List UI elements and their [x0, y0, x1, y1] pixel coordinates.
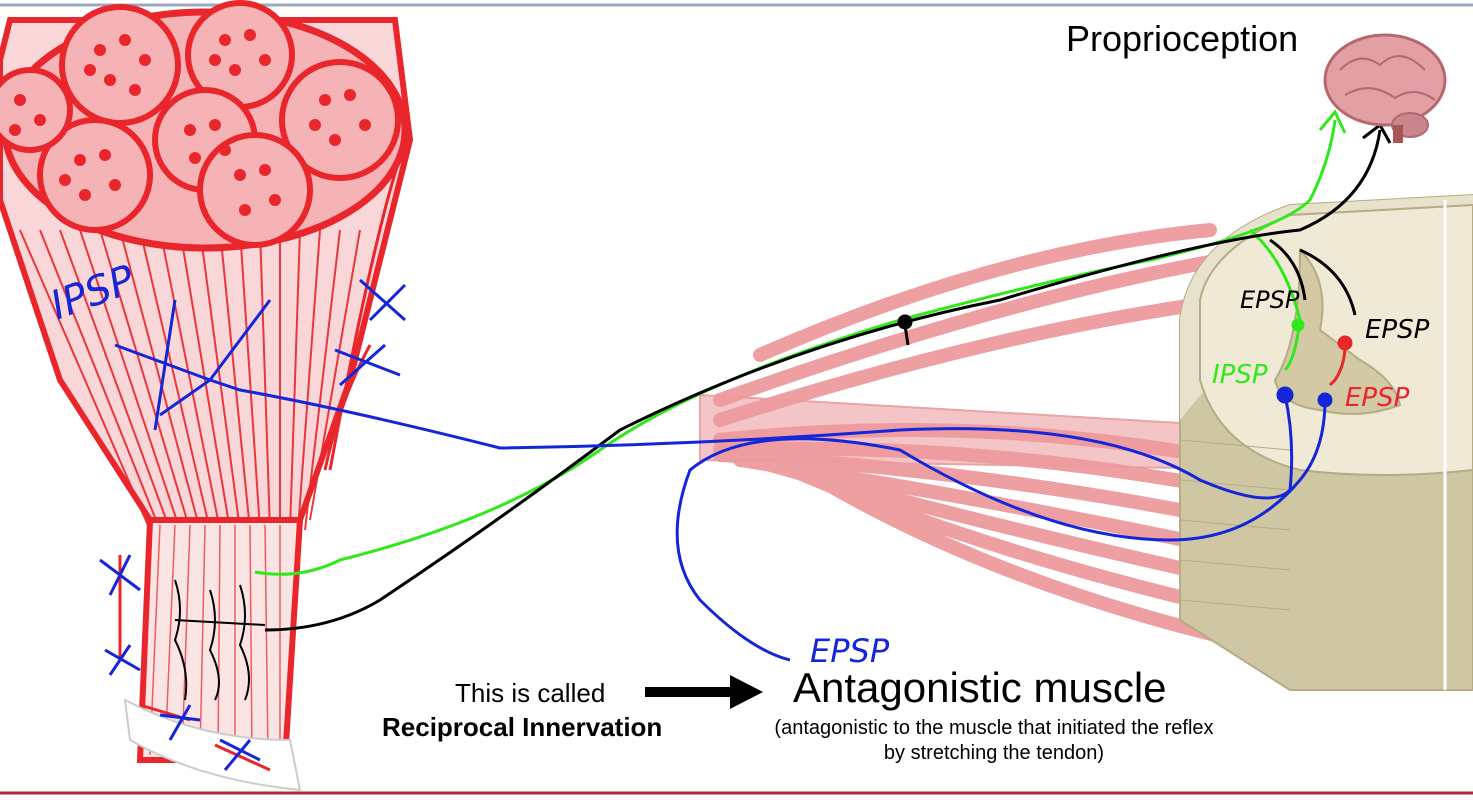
epsp-label-antagonist: EPSP	[810, 632, 890, 670]
epsp-label-cord-right: EPSP	[1365, 315, 1430, 345]
ipsp-label-cord: IPSP	[1212, 360, 1268, 390]
black-arrowhead	[1362, 122, 1392, 144]
brain-icon	[1323, 33, 1447, 143]
muscle-fibers	[19, 229, 361, 531]
antagonistic-heading: Antagonistic muscle	[793, 664, 1167, 711]
green-interneuron	[1249, 228, 1302, 372]
green-arrowhead	[1318, 109, 1347, 134]
black-afferent-neuron	[264, 129, 1382, 632]
dorsal-root-ganglion	[897, 314, 913, 330]
muscle-illustration	[0, 0, 414, 792]
neural-pathways	[114, 109, 1392, 701]
spinal-cord	[1179, 193, 1473, 691]
page-title: Proprioception	[1066, 18, 1299, 59]
blue-motor-neuron	[675, 399, 1327, 662]
right-arrow-icon	[645, 675, 763, 709]
epsp-label-cord-left: EPSP	[1240, 286, 1300, 314]
blue-crosses	[99, 278, 407, 771]
epsp-label-cord-red: EPSP	[1345, 383, 1410, 413]
bone-attachment	[123, 698, 302, 792]
caption-line-1: This is called	[455, 678, 606, 708]
grey-matter	[1273, 247, 1402, 415]
green-afferent-neuron	[254, 119, 1337, 576]
fascicle-dots	[9, 29, 371, 216]
antagonistic-note: (antagonistic to the muscle that initiat…	[774, 717, 1214, 764]
caption-line-2: Reciprocal Innervation	[382, 712, 663, 742]
